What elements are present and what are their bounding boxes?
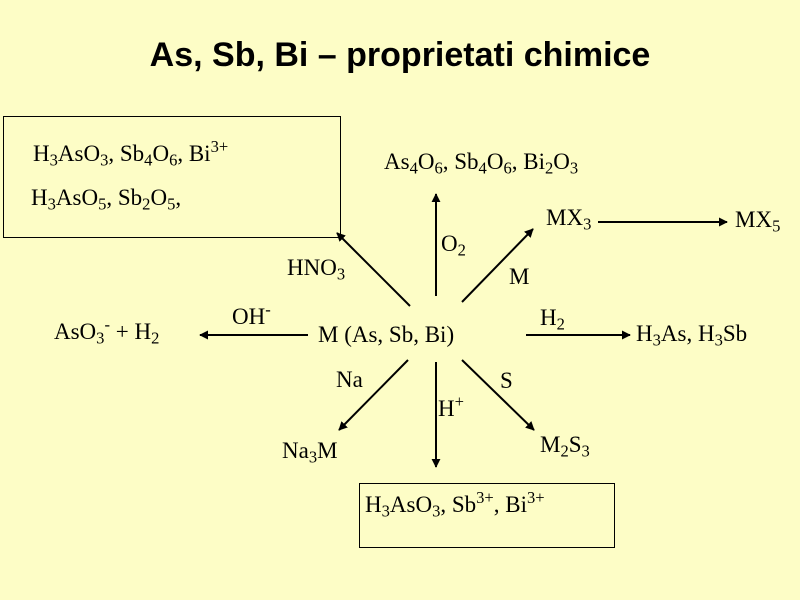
acid-products-box — [359, 483, 615, 548]
o2-label: O2 — [441, 231, 466, 260]
arsenite-label: AsO3- + H2 — [54, 314, 160, 348]
arrow-mx3 — [461, 228, 534, 303]
m2s3-label: M2S3 — [540, 432, 590, 461]
arrow-hno3 — [336, 232, 411, 307]
hno3-products-line2: H3AsO5, Sb2O5, — [31, 185, 182, 214]
s-label: S — [500, 368, 513, 393]
acid-products-text: H3AsO3, Sb3+, Bi3+ — [365, 487, 545, 521]
mx5-label: MX5 — [735, 207, 781, 236]
na3m-label: Na3M — [282, 438, 338, 467]
na-label: Na — [336, 367, 363, 392]
center-metals: M (As, Sb, Bi) — [318, 322, 455, 347]
hno3-label: HNO3 — [287, 255, 346, 284]
hno3-products-line1: H3AsO3, Sb4O6, Bi3+ — [33, 136, 229, 170]
oxides-label: As4O6, Sb4O6, Bi2O3 — [384, 149, 579, 178]
h2-label: H2 — [540, 305, 565, 334]
mx3-label: MX3 — [546, 205, 592, 234]
arrow-na — [338, 359, 409, 431]
hno3-products-box — [3, 116, 341, 238]
hydrides-label: H3As, H3Sb — [636, 321, 748, 350]
arrow-s — [461, 359, 535, 431]
page-title: As, Sb, Bi – proprietati chimice — [149, 36, 651, 74]
oh-label: OH- — [232, 299, 271, 329]
m-label: M — [509, 264, 530, 289]
h-plus-label: H+ — [438, 391, 464, 421]
